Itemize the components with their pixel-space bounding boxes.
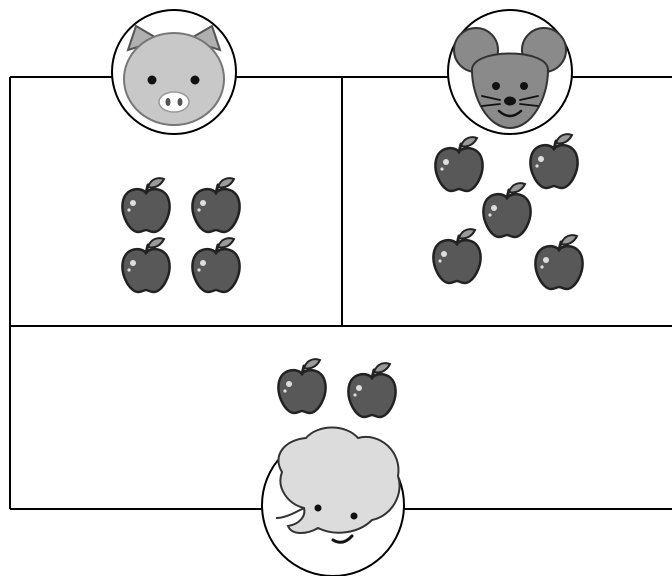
pig-apples (122, 178, 239, 292)
mouse-icon (448, 10, 572, 134)
mouse-section (433, 10, 582, 289)
apple-icon (530, 134, 577, 188)
apple-icon (348, 363, 395, 417)
pig-section (112, 10, 240, 292)
elephant-section (262, 359, 404, 576)
apple-icon (483, 183, 530, 237)
apple-icon (435, 137, 482, 191)
elephant-apples (278, 359, 395, 417)
apple-icon (122, 238, 169, 292)
pig-icon (112, 10, 236, 134)
mouse-apples (433, 134, 582, 289)
apple-icon (535, 235, 582, 289)
apple-icon (122, 178, 169, 232)
apple-icon (433, 229, 480, 283)
apple-icon (192, 178, 239, 232)
apple-icon (278, 359, 325, 413)
elephant-icon (262, 428, 404, 576)
apple-icon (192, 238, 239, 292)
